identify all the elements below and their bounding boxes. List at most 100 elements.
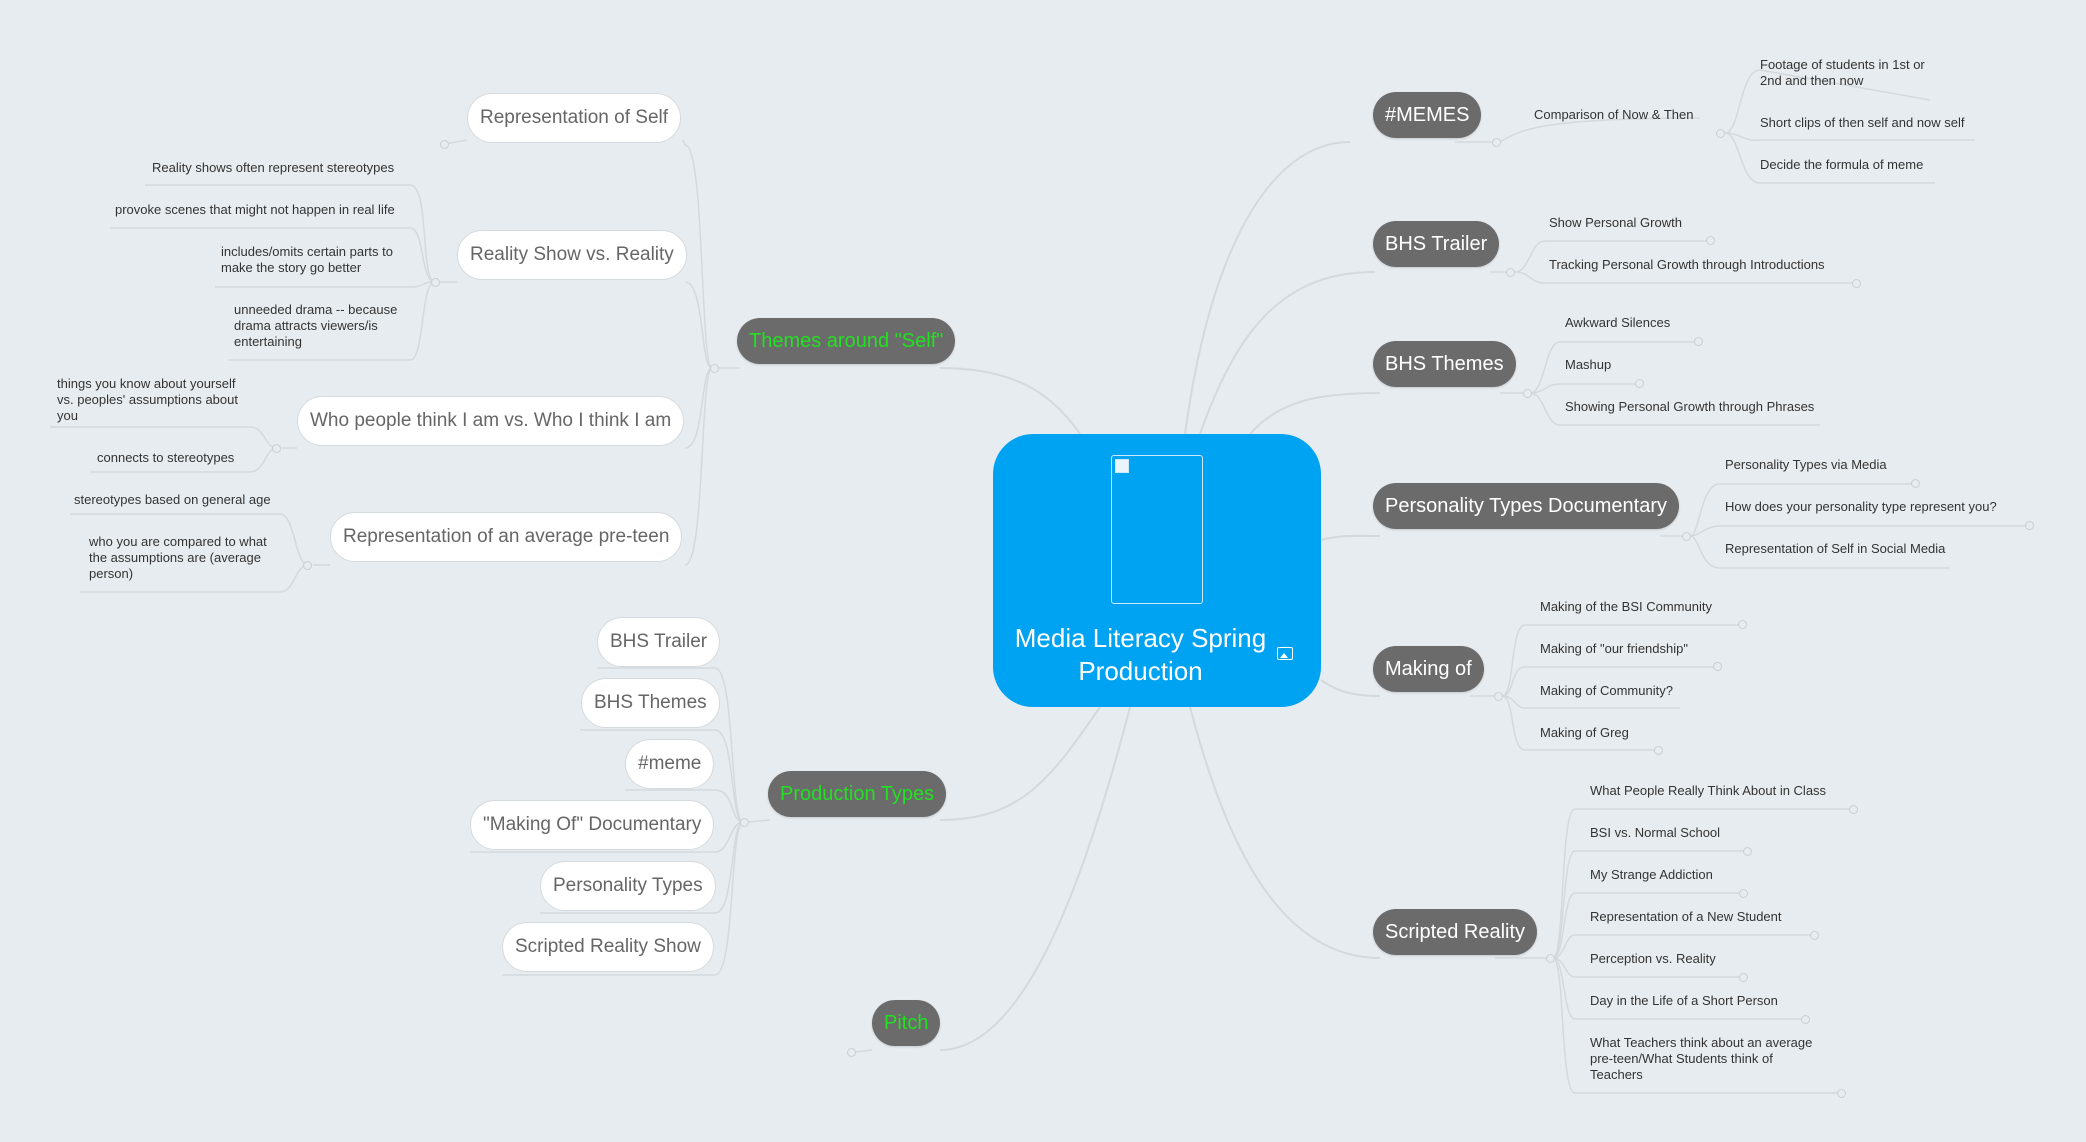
central-topic-title: Media Literacy Spring Production [993, 622, 1288, 688]
bhs-trailer-leaf-2[interactable]: Tracking Personal Growth through Introdu… [1549, 257, 1825, 272]
preteen-leaf-1[interactable]: stereotypes based on general age [74, 492, 271, 507]
scripted-leaf-3[interactable]: My Strange Addiction [1590, 867, 1713, 882]
central-title-line-2: Production [1078, 656, 1203, 686]
collapse-dot[interactable] [1810, 931, 1819, 940]
collapse-dot[interactable] [1739, 889, 1748, 898]
topic-production-types[interactable]: Production Types [768, 771, 947, 817]
topic-themes-self[interactable]: Themes around "Self" [737, 318, 956, 364]
collapse-dot[interactable] [710, 364, 719, 373]
collapse-dot[interactable] [1743, 847, 1752, 856]
production-item-meme[interactable]: #meme [625, 739, 715, 789]
production-item-scripted[interactable]: Scripted Reality Show [502, 922, 714, 972]
collapse-dot[interactable] [1506, 268, 1515, 277]
collapse-dot[interactable] [1801, 1015, 1810, 1024]
topic-bhs-themes[interactable]: BHS Themes [1373, 341, 1516, 387]
topic-making-of[interactable]: Making of [1373, 646, 1484, 692]
item-label: BHS Trailer [610, 631, 708, 652]
topic-themes-self-label: Themes around "Self" [749, 330, 944, 352]
collapse-dot[interactable] [1523, 389, 1532, 398]
topic-memes-label: #MEMES [1385, 104, 1470, 126]
reality-leaf-2[interactable]: provoke scenes that might not happen in … [115, 202, 395, 217]
collapse-dot[interactable] [431, 278, 440, 287]
production-item-bhs-trailer[interactable]: BHS Trailer [597, 617, 721, 667]
leaf-line: entertaining [234, 334, 302, 349]
leaf-line: Footage of students in 1st or [1760, 57, 1925, 72]
production-item-bhs-themes[interactable]: BHS Themes [581, 678, 720, 728]
personality-leaf-1[interactable]: Personality Types via Media [1725, 457, 1887, 472]
collapse-dot[interactable] [440, 140, 449, 149]
personality-leaf-2[interactable]: How does your personality type represent… [1725, 499, 1997, 514]
collapse-dot[interactable] [272, 444, 281, 453]
subtopic-label: Who people think I am vs. Who I think I … [310, 410, 672, 431]
personality-leaf-3[interactable]: Representation of Self in Social Media [1725, 541, 1946, 556]
memes-subtopic[interactable]: Comparison of Now & Then [1534, 107, 1694, 122]
topic-scripted-reality[interactable]: Scripted Reality [1373, 909, 1538, 955]
topic-production-label: Production Types [780, 783, 935, 805]
making-of-leaf-4[interactable]: Making of Greg [1540, 725, 1629, 740]
collapse-dot[interactable] [1546, 954, 1555, 963]
collapse-dot[interactable] [1654, 746, 1663, 755]
collapse-dot[interactable] [1738, 620, 1747, 629]
scripted-leaf-6[interactable]: Day in the Life of a Short Person [1590, 993, 1778, 1008]
topic-making-of-label: Making of [1385, 658, 1472, 680]
collapse-dot[interactable] [740, 818, 749, 827]
who-leaf-2[interactable]: connects to stereotypes [97, 450, 235, 465]
making-of-leaf-3[interactable]: Making of Community? [1540, 683, 1673, 698]
leaf-line: who you are compared to what [89, 534, 267, 549]
scripted-leaf-4[interactable]: Representation of a New Student [1590, 909, 1782, 924]
topic-memes[interactable]: #MEMES [1373, 92, 1482, 138]
collapse-dot[interactable] [1682, 532, 1691, 541]
subtopic-representation-of-self[interactable]: Representation of Self [467, 93, 682, 143]
collapse-dot[interactable] [2025, 521, 2034, 530]
leaf-line: you [57, 408, 78, 423]
topic-scripted-label: Scripted Reality [1385, 921, 1526, 943]
collapse-dot[interactable] [1739, 973, 1748, 982]
subtopic-average-preteen[interactable]: Representation of an average pre-teen [330, 512, 683, 562]
collapse-dot[interactable] [1635, 379, 1644, 388]
scripted-leaf-2[interactable]: BSI vs. Normal School [1590, 825, 1721, 840]
bhs-themes-leaf-2[interactable]: Mashup [1565, 357, 1612, 372]
scripted-leaf-1[interactable]: What People Really Think About in Class [1590, 783, 1827, 798]
item-label: Personality Types [553, 875, 703, 896]
memes-leaf-short-clips[interactable]: Short clips of then self and now self [1760, 115, 1965, 130]
making-of-leaf-1[interactable]: Making of the BSI Community [1540, 599, 1712, 614]
collapse-dot[interactable] [1492, 138, 1501, 147]
production-item-making-of[interactable]: "Making Of" Documentary [470, 800, 715, 850]
image-icon[interactable] [1277, 647, 1293, 660]
collapse-dot[interactable] [1716, 129, 1725, 138]
collapse-dot[interactable] [1849, 805, 1858, 814]
collapse-dot[interactable] [1706, 236, 1715, 245]
image-placeholder [1111, 455, 1203, 604]
subtopic-who-people-think[interactable]: Who people think I am vs. Who I think I … [297, 396, 685, 446]
bhs-themes-leaf-3[interactable]: Showing Personal Growth through Phrases [1565, 399, 1815, 414]
collapse-dot[interactable] [303, 561, 312, 570]
collapse-dot[interactable] [1837, 1089, 1846, 1098]
collapse-dot[interactable] [1694, 337, 1703, 346]
collapse-dot[interactable] [1852, 279, 1861, 288]
topic-bhs-trailer[interactable]: BHS Trailer [1373, 221, 1500, 267]
collapse-dot[interactable] [1494, 692, 1503, 701]
scripted-leaf-5[interactable]: Perception vs. Reality [1590, 951, 1716, 966]
making-of-leaf-2[interactable]: Making of "our friendship" [1540, 641, 1688, 656]
memes-leaf-formula[interactable]: Decide the formula of meme [1760, 157, 1924, 172]
collapse-dot[interactable] [1911, 479, 1920, 488]
subtopic-label: Representation of an average pre-teen [343, 526, 670, 547]
topic-pitch[interactable]: Pitch [872, 1000, 941, 1046]
bhs-themes-leaf-1[interactable]: Awkward Silences [1565, 315, 1671, 330]
collapse-dot[interactable] [847, 1048, 856, 1057]
item-label: BHS Themes [594, 692, 707, 713]
leaf-line: the assumptions are (average [89, 550, 261, 565]
bhs-trailer-leaf-1[interactable]: Show Personal Growth [1549, 215, 1682, 230]
production-item-personality[interactable]: Personality Types [540, 861, 716, 911]
topic-personality-types[interactable]: Personality Types Documentary [1373, 483, 1679, 529]
central-topic[interactable]: Media Literacy Spring Production [993, 434, 1321, 707]
collapse-dot[interactable] [1713, 662, 1722, 671]
reality-leaf-1[interactable]: Reality shows often represent stereotype… [152, 160, 395, 175]
subtopic-reality-show[interactable]: Reality Show vs. Reality [457, 230, 687, 280]
